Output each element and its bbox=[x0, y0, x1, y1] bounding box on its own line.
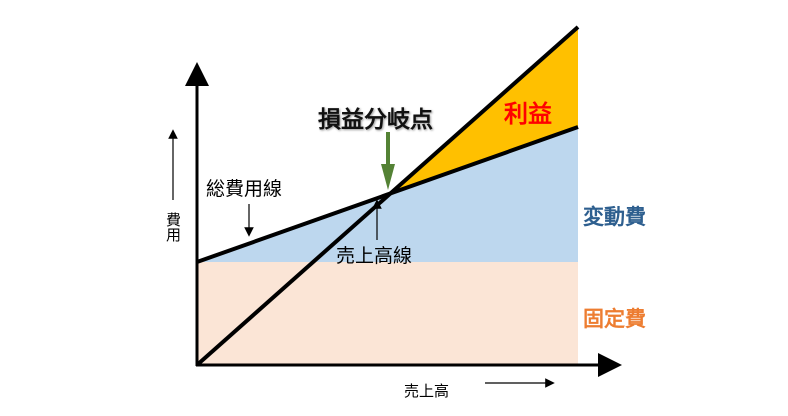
total-cost-line-label: 総費用線 bbox=[206, 178, 283, 200]
break-even-arrow bbox=[381, 132, 395, 190]
profit-label: 利益 bbox=[504, 100, 552, 128]
y-axis-label: 費用 bbox=[164, 212, 182, 242]
fixed-cost-area bbox=[197, 262, 578, 365]
variable-cost-label: 変動費 bbox=[583, 205, 646, 229]
x-axis-label: 売上高 bbox=[404, 382, 450, 400]
break-even-label: 損益分岐点 bbox=[318, 107, 433, 133]
fixed-cost-label: 固定費 bbox=[583, 307, 646, 331]
sales-line bbox=[195, 25, 580, 367]
sales-line-label: 売上高線 bbox=[336, 245, 413, 267]
